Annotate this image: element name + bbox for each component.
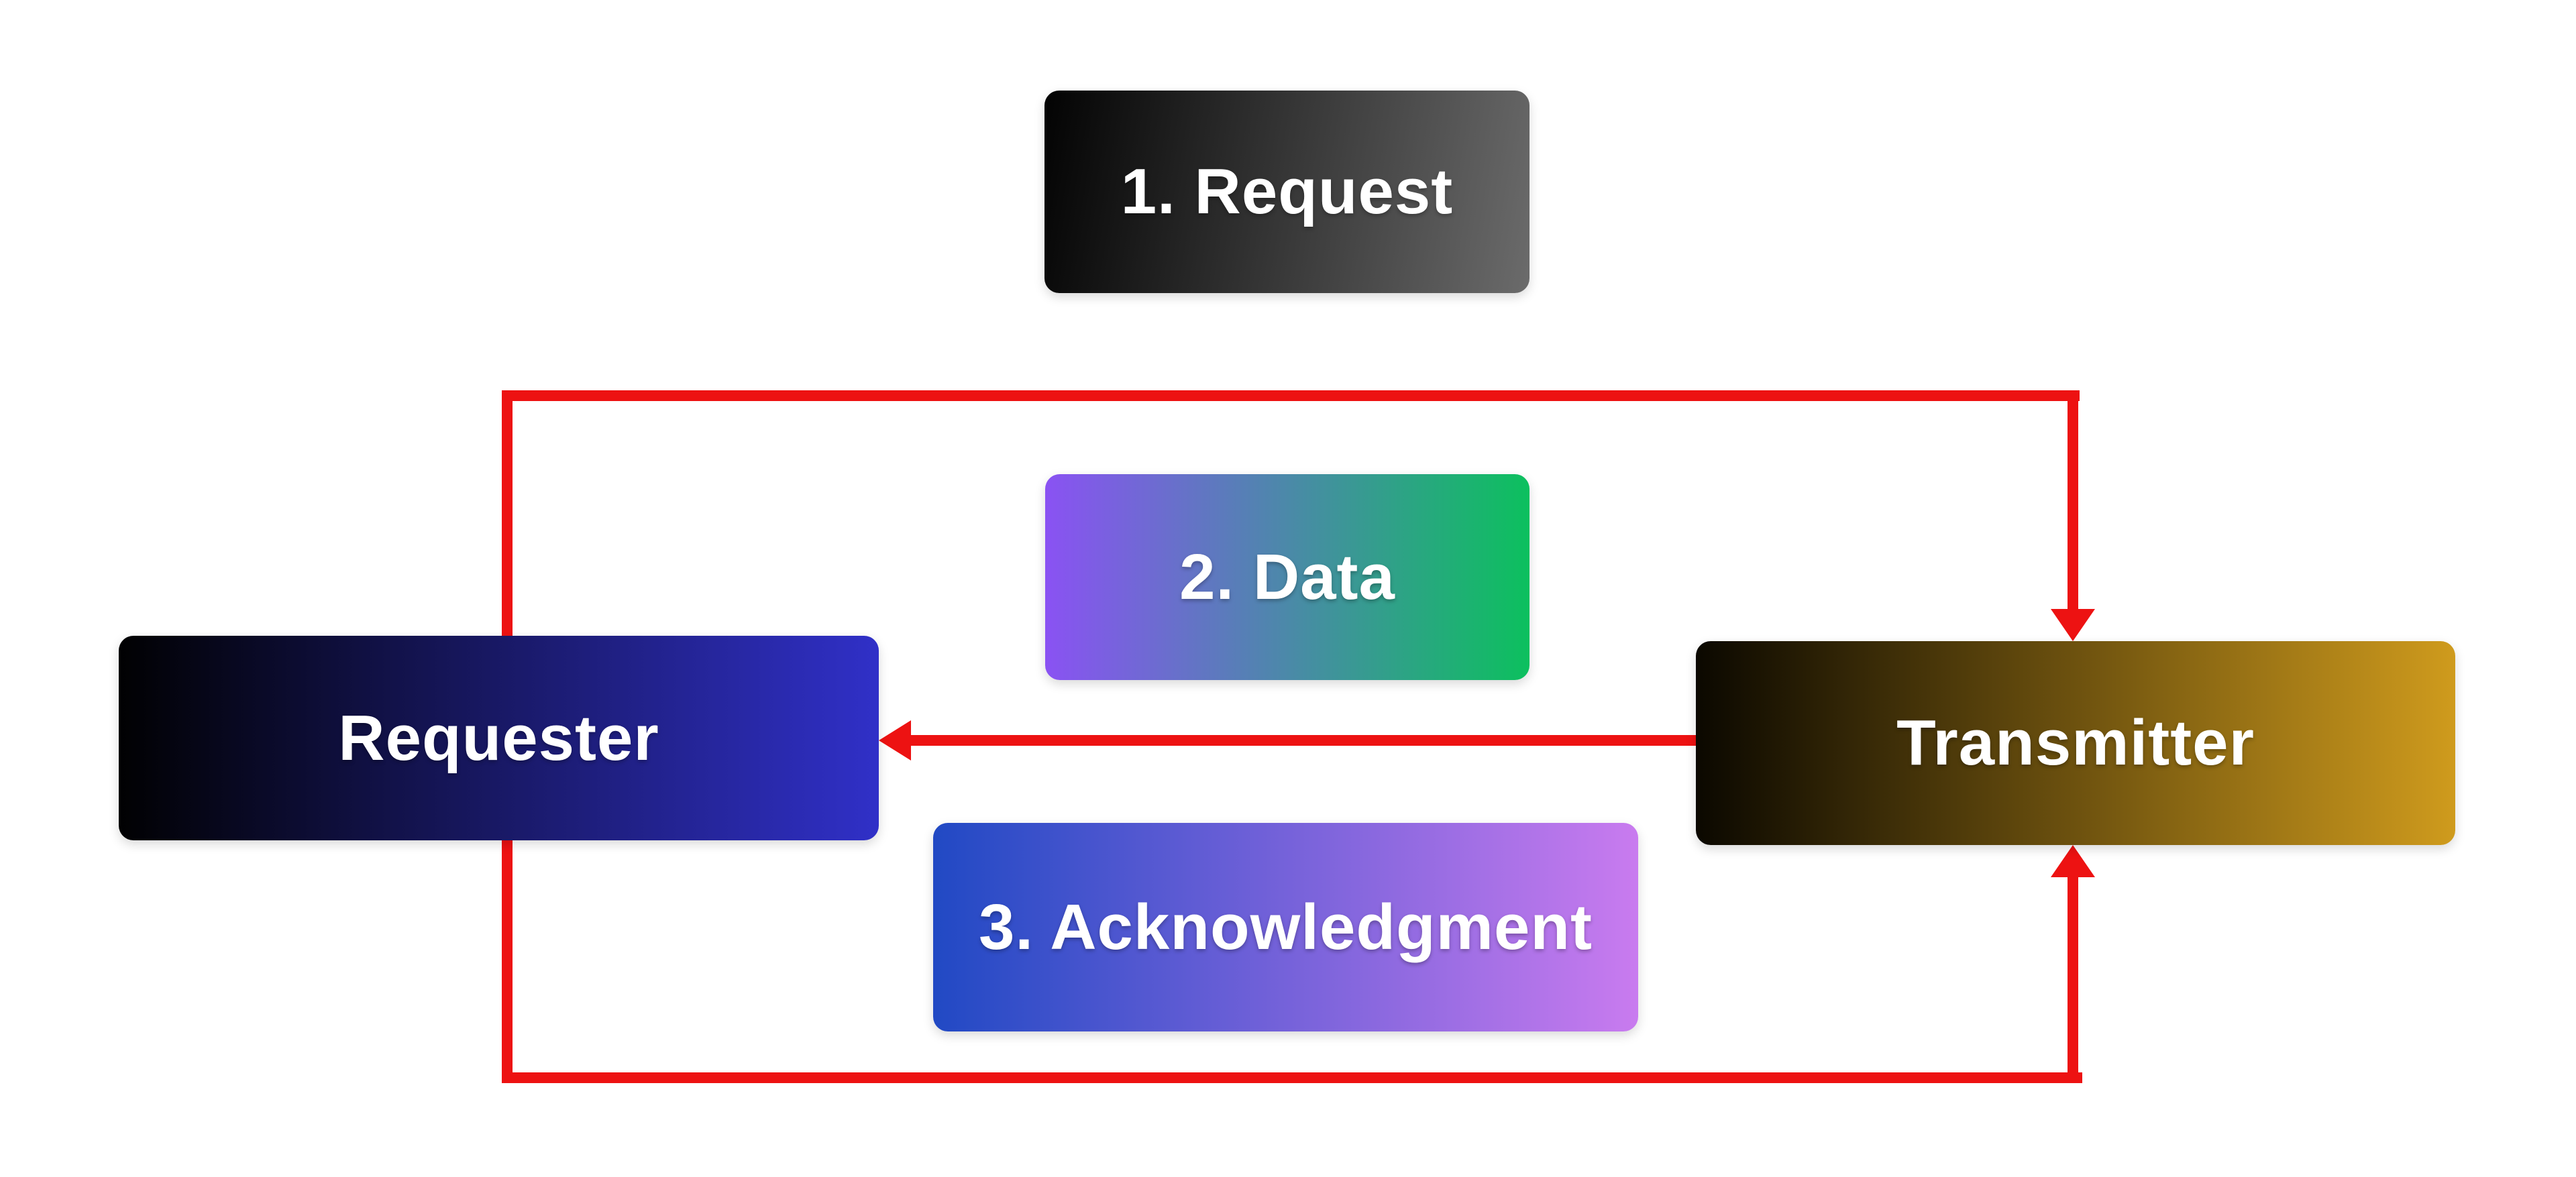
node-request-label: 1. Request — [1120, 156, 1454, 227]
node-request: 1. Request — [1044, 91, 1529, 293]
flow-line-transmitter-inbound-bottom — [2068, 873, 2078, 1083]
arrowhead-down-icon — [2051, 609, 2095, 641]
node-transmitter: Transmitter — [1696, 641, 2455, 845]
node-requester-label: Requester — [338, 702, 659, 774]
arrowhead-left-icon — [879, 720, 911, 761]
node-acknowledgment: 3. Acknowledgment — [933, 823, 1638, 1031]
node-data: 2. Data — [1045, 474, 1529, 680]
node-data-label: 2. Data — [1179, 541, 1395, 613]
node-requester: Requester — [119, 636, 879, 840]
flow-line-requester-to-transmitter-top — [502, 390, 2080, 401]
arrowhead-up-icon — [2051, 845, 2095, 877]
node-acknowledgment-label: 3. Acknowledgment — [979, 891, 1593, 963]
flow-line-requester-to-transmitter-bottom — [502, 1072, 2082, 1083]
flow-line-transmitter-to-requester — [906, 735, 1697, 746]
node-transmitter-label: Transmitter — [1896, 707, 2255, 779]
flow-line-transmitter-inbound-top — [2068, 390, 2078, 613]
